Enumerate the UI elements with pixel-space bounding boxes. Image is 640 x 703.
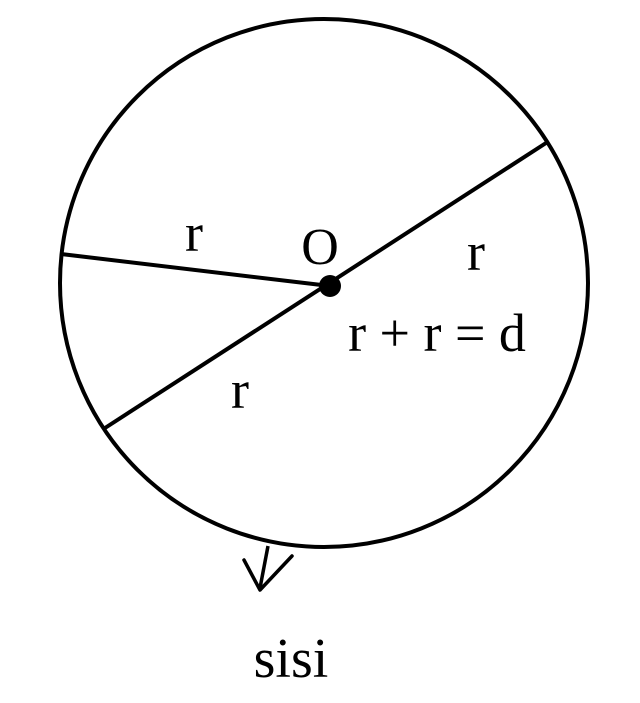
diameter-equation: r + r = d: [348, 303, 526, 363]
edge-label: sisi: [254, 628, 329, 690]
circle-outline: [58, 17, 590, 549]
radius-label-lower: r: [231, 360, 249, 420]
radius-line: [60, 252, 331, 288]
radius-label-right: r: [467, 222, 485, 282]
edge-arrow-icon: [242, 545, 294, 592]
center-label: O: [301, 219, 339, 276]
radius-label-left: r: [185, 203, 203, 263]
center-point: [319, 275, 341, 297]
